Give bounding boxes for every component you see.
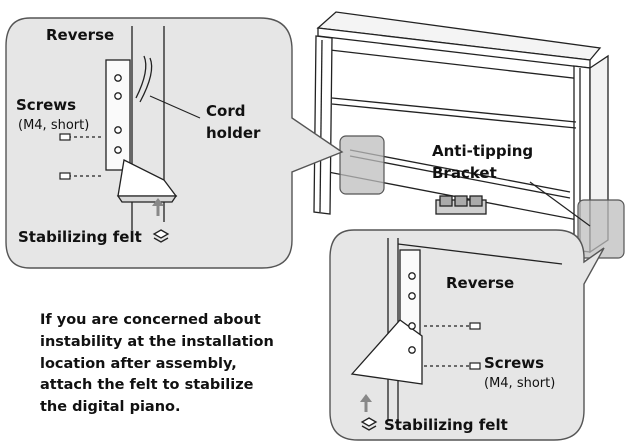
- stabilizing-felt-label-top-left: Stabilizing felt: [18, 228, 142, 246]
- cord-holder-leader: [149, 95, 201, 119]
- note-line: If you are concerned about: [40, 312, 261, 328]
- reverse-label-top-left: Reverse: [46, 26, 115, 44]
- piano-drawing: [313, 11, 609, 254]
- up-arrow-icon: [152, 198, 164, 216]
- note-line: attach the felt to stabilize: [40, 377, 254, 394]
- callout-top-left-screws: [59, 133, 104, 180]
- anti-tipping-label-line1: Anti-tipping: [432, 142, 534, 160]
- callout-bottom-right-bracket: [350, 238, 563, 420]
- stabilizing-felt-label-bottom-right: Stabilizing felt: [384, 416, 508, 434]
- screws-spec-bottom-right: (M4, short): [484, 376, 556, 391]
- note-line: the digital piano.: [40, 399, 181, 415]
- anti-tipping-label-line2: Bracket: [432, 164, 497, 182]
- callout-top-left-balloon: [5, 17, 344, 269]
- note-line: location after assembly,: [40, 355, 237, 372]
- cord-holder-label-line2: holder: [206, 124, 261, 142]
- felt-stack-icon: [152, 229, 170, 243]
- bracket-leader-line: [529, 181, 591, 227]
- screws-spec-top-left: (M4, short): [18, 118, 90, 133]
- cord-holder-label-line1: Cord: [206, 102, 246, 120]
- screws-label-bottom-right: Screws: [484, 354, 545, 372]
- felt-stack-icon: [360, 417, 378, 431]
- reverse-label-bottom-right: Reverse: [446, 274, 515, 292]
- screws-label-top-left: Screws: [16, 96, 77, 114]
- note-line: instability at the installation: [40, 333, 274, 350]
- left-bracket-highlight: [339, 135, 385, 195]
- screw-icon: [424, 322, 481, 370]
- callout-top-left-bracket: [105, 26, 178, 230]
- callout-bottom-right-balloon: [329, 229, 605, 441]
- right-bracket-highlight: [577, 199, 625, 259]
- up-arrow-icon: [360, 394, 372, 412]
- instruction-note: If you are concerned about instability a…: [40, 310, 302, 419]
